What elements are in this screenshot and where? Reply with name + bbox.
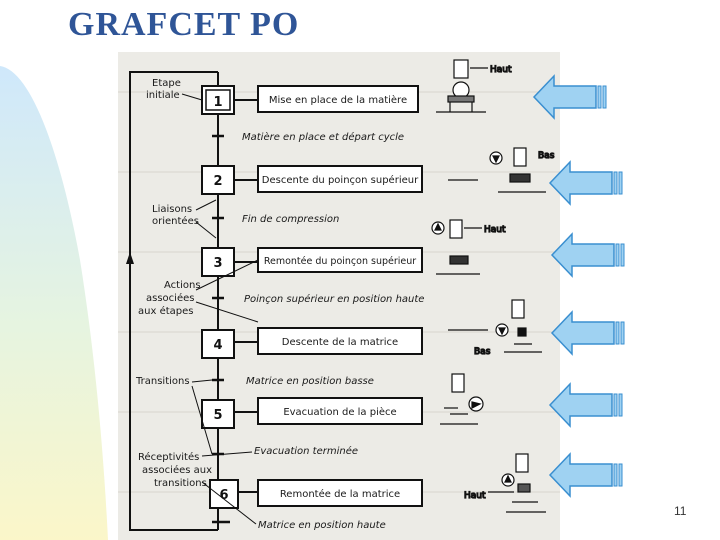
step-number: 1 [213,95,222,110]
transition-3-label: Poinçon supérieur en position haute [244,293,424,305]
step-2: 2 Descente du poinçon supérieur [201,165,423,195]
step-6: 6 Remontée de la matrice [209,479,423,509]
transition-1-label: Matière en place et départ cycle [242,131,404,143]
step-number: 6 [219,488,228,503]
scan-texture [118,91,560,493]
loop-back-line [129,71,218,531]
transitions-label: Transitions [135,376,190,387]
left-arrow-icon [548,452,623,498]
left-arrow-icon [532,74,607,120]
transition-4-label: Matrice en position basse [246,376,374,387]
action-box [257,479,423,507]
action-box [257,397,423,425]
oriented-links-label-line2: orientées [152,215,199,227]
press-sketch-5 [440,373,484,425]
oriented-links-label-line1: Liaisons [152,204,192,215]
sketch-2-bas-label: Bas [538,151,555,161]
transition-5-label: Evacuation terminée [254,445,358,457]
press-sketch-2 [448,147,546,193]
step-number: 5 [213,408,222,423]
sketch-4-bas-label: Bas [474,347,491,357]
initial-step-label-line2: initiale [146,90,180,101]
actions-label-line1: Actions [164,280,201,291]
press-sketch-4 [448,299,542,353]
step-5: 5 Evacuation de la pièce [201,397,423,429]
step-3: 3 Remontée du poinçon supérieur [201,247,423,277]
action-label: Descente du poinçon supérieur [262,174,419,186]
action-label: Remontée de la matrice [280,488,400,500]
sketch-3-haut-label: Haut [484,225,506,235]
sketch-6-haut-label: Haut [464,491,486,501]
left-arrow-icon [548,382,623,428]
step-4: 4 Descente de la matrice [201,327,423,359]
action-box [257,85,419,113]
action-label: Remontée du poinçon supérieur [264,256,416,267]
step-1: 1 Mise en place de la matière [201,85,419,115]
grafcet-diagram: 1 Mise en place de la matière Matière en… [118,52,560,540]
action-box [257,165,423,193]
transition-6-label: Matrice en position haute [258,520,386,531]
step-number: 3 [213,256,222,271]
step-number: 4 [213,338,222,353]
action-label: Descente de la matrice [282,337,398,348]
left-arrow-icon [550,310,625,356]
transition-2-label: Fin de compression [242,214,339,225]
press-sketch-3 [431,219,482,275]
step-number: 2 [213,174,222,189]
initial-step-label-line1: Etape [152,78,181,89]
loop-arrow-up-icon [126,252,134,264]
actions-label-line2: associées [146,292,194,304]
sketch-1-haut-label: Haut [490,65,512,75]
receptivities-label-line1: Réceptivités [138,451,199,463]
receptivities-label-line3: transitions [154,478,207,489]
side-annotations: Etape initiale Liaisons orientées Action… [135,78,259,525]
press-sketch-6 [488,453,546,513]
press-sketches: Haut Bas Haut [431,59,555,513]
grafcet-drawing: 1 Mise en place de la matière Matière en… [118,59,560,531]
action-box [257,327,423,355]
slide-title: GRAFCET PO [68,6,300,43]
action-label: Mise en place de la matière [269,94,407,106]
receptivities-label-line2: associées aux [142,464,212,476]
press-sketch-1 [436,59,488,113]
action-box [257,247,423,273]
left-arrow-icon [550,232,625,278]
actions-label-line3: aux étapes [138,305,193,317]
page-number: 11 [674,504,687,518]
action-label: Evacuation de la pièce [283,406,396,418]
left-arrow-icon [548,160,623,206]
